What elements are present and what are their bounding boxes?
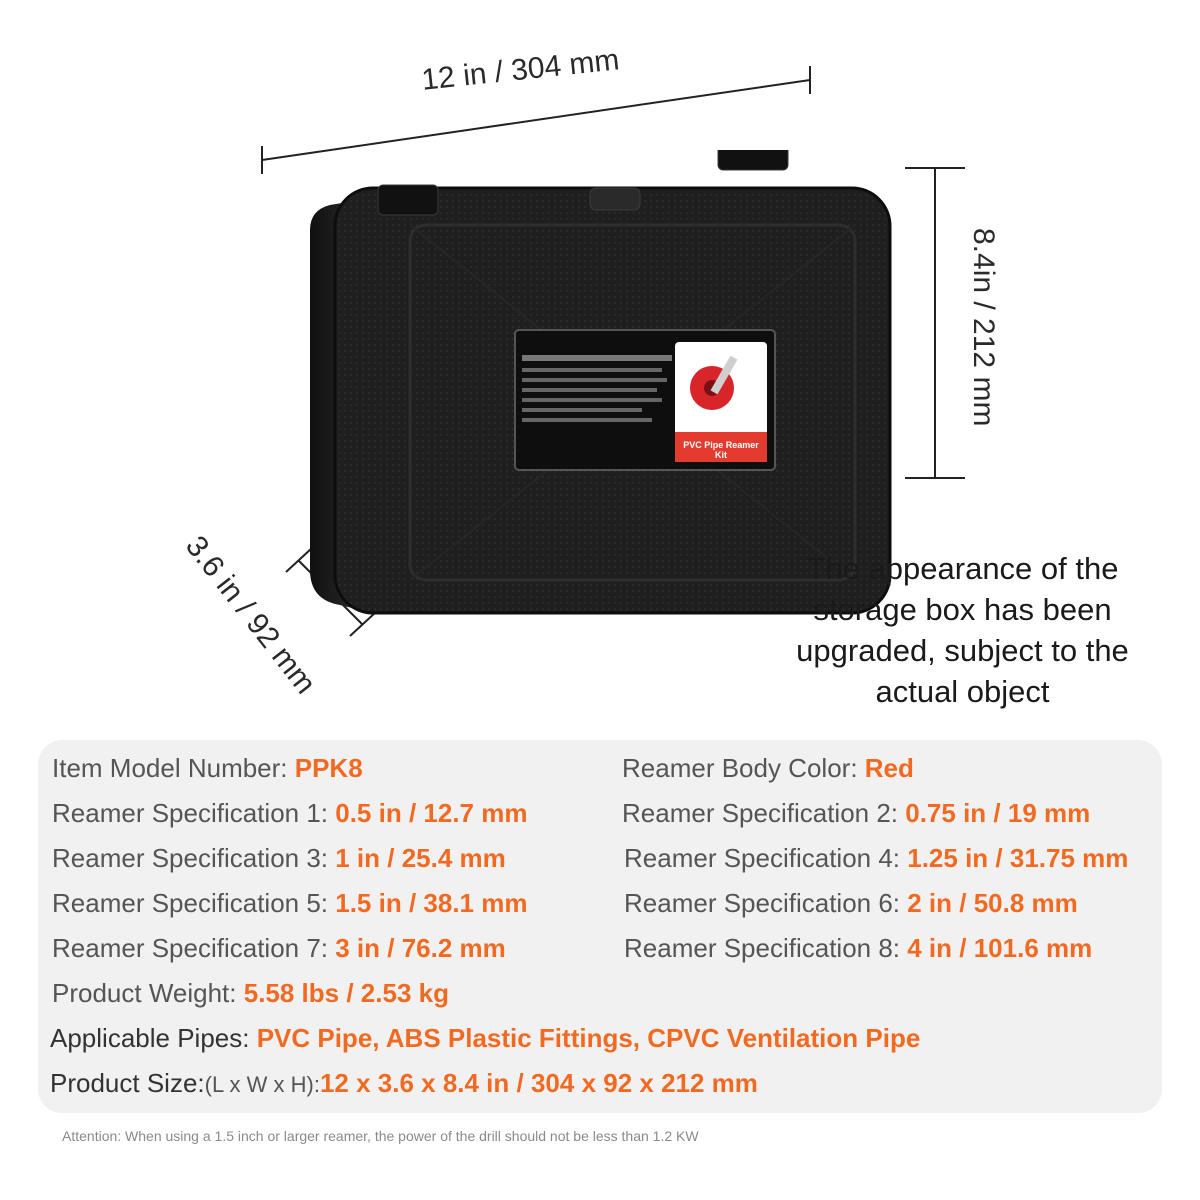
spec-5: Reamer Specification 5: 1.5 in / 38.1 mm (52, 888, 528, 918)
length-line (261, 79, 811, 161)
latch-right (717, 139, 789, 171)
latch-left (377, 184, 439, 216)
spec-4: Reamer Specification 4: 1.25 in / 31.75 … (624, 843, 1129, 873)
attention-note: Attention: When using a 1.5 inch or larg… (62, 1128, 699, 1144)
spec-6: Reamer Specification 6: 2 in / 50.8 mm (624, 888, 1078, 918)
spec-3: Reamer Specification 3: 1 in / 25.4 mm (52, 843, 506, 873)
spec-7: Reamer Specification 7: 3 in / 76.2 mm (52, 933, 506, 963)
spec-size: Product Size:(L x W x H):12 x 3.6 x 8.4 … (50, 1068, 758, 1098)
spec-panel (38, 740, 1162, 1113)
height-dimension-label: 8.4in / 212 mm (967, 228, 1000, 427)
label-card-title: PVC Pipe Reamer Kit (683, 440, 759, 460)
dimension-lines (261, 66, 965, 637)
appearance-note: The appearance of the storage box has be… (796, 551, 1129, 709)
spec-pipes: Applicable Pipes: PVC Pipe, ABS Plastic … (50, 1023, 921, 1053)
spec-color: Reamer Body Color: Red (622, 753, 914, 783)
spec-8: Reamer Specification 8: 4 in / 101.6 mm (624, 933, 1093, 963)
spec-1: Reamer Specification 1: 0.5 in / 12.7 mm (52, 798, 528, 828)
storage-case-image: PVC Pipe Reamer Kit (300, 139, 900, 620)
spec-model: Item Model Number: PPK8 (52, 753, 363, 783)
spec-weight: Product Weight: 5.58 lbs / 2.53 kg (52, 978, 449, 1008)
spec-2: Reamer Specification 2: 0.75 in / 19 mm (622, 798, 1091, 828)
